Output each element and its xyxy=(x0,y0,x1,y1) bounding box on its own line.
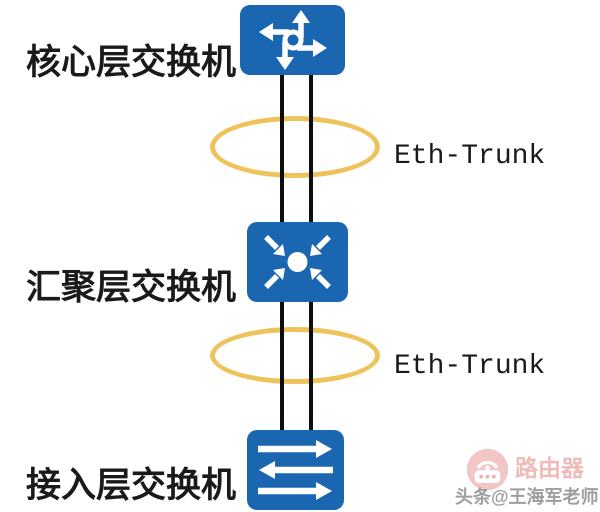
trunk-member-line xyxy=(280,300,284,434)
aggregation-switch-icon xyxy=(247,222,348,302)
access-switch-icon xyxy=(247,430,344,510)
eth-trunk-label-top: Eth-Trunk xyxy=(394,141,546,172)
aggregation-layer-label: 汇聚层交换机 xyxy=(26,268,237,307)
watermark-router-badge-icon xyxy=(466,448,509,491)
eth-trunk-ring-bottom xyxy=(210,327,380,384)
core-layer-label: 核心层交换机 xyxy=(26,43,237,82)
trunk-member-line xyxy=(309,300,313,434)
access-layer-label: 接入层交换机 xyxy=(26,466,237,505)
watermark-channel-name: 路由器 xyxy=(515,455,584,481)
eth-trunk-label-bottom: Eth-Trunk xyxy=(394,351,546,382)
trunk-member-line xyxy=(309,73,313,224)
trunk-member-line xyxy=(280,73,284,224)
watermark-credit: 头条@王海军老师 xyxy=(455,487,599,507)
eth-trunk-ring-top xyxy=(210,116,380,178)
core-router-switch-icon xyxy=(240,5,345,75)
